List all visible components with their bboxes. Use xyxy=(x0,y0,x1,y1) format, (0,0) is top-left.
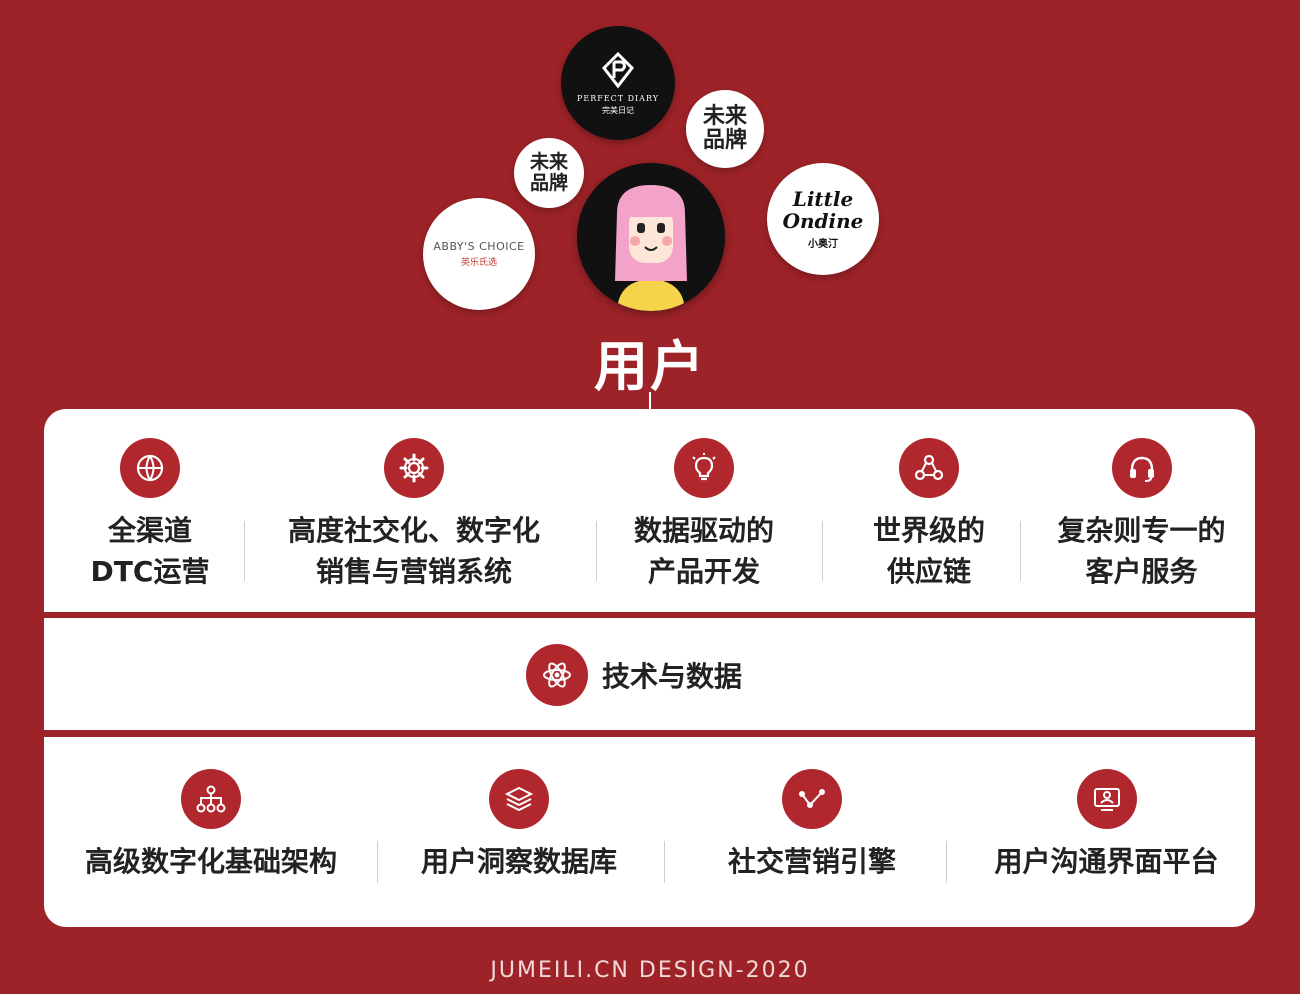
capability-dtc: 全渠道 DTC运营 xyxy=(50,438,250,592)
divider xyxy=(244,521,245,581)
capability-social-sales: 高度社交化、数字化 销售与营销系统 xyxy=(264,438,564,592)
user-connector xyxy=(649,392,651,410)
foundation-label: 用户沟通界面平台 xyxy=(994,845,1219,878)
future-brand-bubble-right: 未来 品牌 xyxy=(686,90,764,168)
capability-label: 世界级的 供应链 xyxy=(872,514,985,588)
tech-panel xyxy=(44,618,1255,730)
network-icon xyxy=(899,438,959,498)
foundations-panel: 高级数字化基础架构 用户洞察数据库 社交营销引擎 用户沟通界面平台 xyxy=(44,737,1255,927)
future-brand-label-left: 未来 品牌 xyxy=(529,151,568,194)
user-avatar-icon xyxy=(577,163,725,311)
tech-section: 技术与数据 xyxy=(526,644,742,706)
divider xyxy=(946,841,947,883)
capability-supply-chain: 世界级的 供应链 xyxy=(829,438,1029,592)
divider xyxy=(377,841,378,883)
divider xyxy=(822,521,823,581)
atom-icon xyxy=(526,644,588,706)
little-ondine-subtext: 小奥汀 xyxy=(808,239,838,250)
headset-icon xyxy=(1111,438,1172,498)
hierarchy-icon xyxy=(181,769,241,829)
capability-product-dev: 数据驱动的 产品开发 xyxy=(604,438,804,592)
share-graph-icon xyxy=(782,769,842,829)
capabilities-panel: 全渠道 DTC运营 高度社交化、数字化 销售与营销系统 数据驱动的 产品开发 世… xyxy=(44,409,1255,612)
foundation-label: 社交营销引擎 xyxy=(727,845,896,878)
lightbulb-icon xyxy=(674,438,734,498)
perfect-diary-text: PERFECT DIARY xyxy=(576,94,660,103)
abby-choice-logo: ABBY'S CHOICE 英乐氏选 xyxy=(423,198,535,310)
gear-icon xyxy=(384,438,444,498)
perfect-diary-logo: PERFECT DIARY 完美日记 xyxy=(561,26,675,140)
capability-label: 全渠道 DTC运营 xyxy=(90,514,210,588)
foundation-social-engine: 社交营销引擎 xyxy=(684,769,940,882)
perfect-diary-logo-icon xyxy=(602,51,634,89)
abby-choice-subtext: 英乐氏选 xyxy=(460,258,497,268)
divider xyxy=(664,841,665,883)
future-brand-bubble-left: 未来 品牌 xyxy=(514,138,584,208)
foundation-label: 高级数字化基础架构 xyxy=(84,845,337,878)
divider xyxy=(1020,521,1021,581)
future-brand-label-right: 未来 品牌 xyxy=(702,104,747,153)
capability-label: 高度社交化、数字化 销售与营销系统 xyxy=(287,514,540,588)
user-title: 用户 xyxy=(594,335,706,398)
foundation-insight-db: 用户洞察数据库 xyxy=(394,769,644,882)
foundation-label: 用户洞察数据库 xyxy=(420,845,617,878)
foundation-communication-platform: 用户沟通界面平台 xyxy=(969,769,1244,882)
capability-label: 数据驱动的 产品开发 xyxy=(633,514,774,588)
little-ondine-logo: Little Ondine 小奥汀 xyxy=(767,163,879,275)
footer-credit: JUMEILI.CN DESIGN-2020 xyxy=(490,958,810,983)
perfect-diary-subtext: 完美日记 xyxy=(602,106,634,115)
user-avatar xyxy=(577,163,725,311)
layers-icon xyxy=(489,769,549,829)
capability-customer-service: 复杂则专一的 客户服务 xyxy=(1034,438,1249,592)
tech-label: 技术与数据 xyxy=(602,660,743,693)
globe-icon xyxy=(120,438,180,498)
foundation-infrastructure: 高级数字化基础架构 xyxy=(66,769,356,882)
monitor-user-icon xyxy=(1076,769,1137,829)
abby-choice-text: ABBY'S CHOICE xyxy=(433,240,525,253)
little-ondine-text: Little Ondine xyxy=(782,187,864,233)
divider xyxy=(596,521,597,581)
capability-label: 复杂则专一的 客户服务 xyxy=(1057,514,1226,588)
